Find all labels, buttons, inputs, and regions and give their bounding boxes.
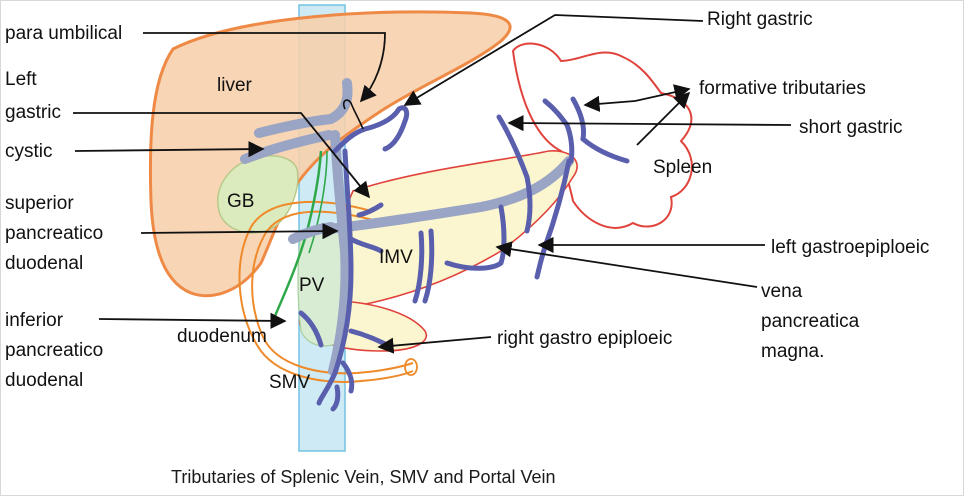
label-superior-line1: superior xyxy=(5,193,74,214)
figure-caption: Tributaries of Splenic Vein, SMV and Por… xyxy=(171,467,556,487)
duodenum-inner xyxy=(238,200,414,383)
label-pv: PV xyxy=(299,275,325,296)
label-left-gastric-line2: gastric xyxy=(5,102,61,123)
label-inferior-line2: pancreatico xyxy=(5,340,103,361)
label-duodenum: duodenum xyxy=(177,326,267,347)
duodenum-end xyxy=(404,358,418,376)
label-superior-line2: pancreatico xyxy=(5,223,103,244)
label-smv: SMV xyxy=(269,372,311,393)
label-liver: liver xyxy=(217,75,253,96)
gall-bladder xyxy=(217,155,299,234)
umbilical-vein-stub xyxy=(342,99,364,130)
label-para-umbilical: para umbilical xyxy=(5,23,122,44)
label-left-gastroepiploeic: left gastroepiploeic xyxy=(771,237,929,258)
veins-dark xyxy=(298,96,630,412)
duodenum-outer xyxy=(251,210,414,375)
bile-duct-inner xyxy=(308,150,328,254)
label-right-gastric: Right gastric xyxy=(707,9,813,30)
leader-lines xyxy=(73,14,792,354)
bile-duct xyxy=(271,150,323,322)
label-spleen: Spleen xyxy=(653,157,712,178)
label-superior-line3: duodenal xyxy=(5,253,83,274)
label-vena-line3: magna. xyxy=(761,341,824,362)
label-vena-line1: vena xyxy=(761,281,803,302)
label-left-gastric-line1: Left xyxy=(5,69,37,90)
label-short-gastric: short gastric xyxy=(799,117,902,138)
label-gb: GB xyxy=(227,191,254,212)
label-inferior-line3: duodenal xyxy=(5,370,83,391)
label-formative-tributaries: formative tributaries xyxy=(699,78,866,99)
label-right-gastro-epiploeic: right gastro epiploeic xyxy=(497,328,672,349)
label-cystic: cystic xyxy=(5,141,53,162)
label-imv: IMV xyxy=(379,247,413,268)
label-vena-line2: pancreatica xyxy=(761,311,860,332)
label-inferior-line1: inferior xyxy=(5,310,64,331)
